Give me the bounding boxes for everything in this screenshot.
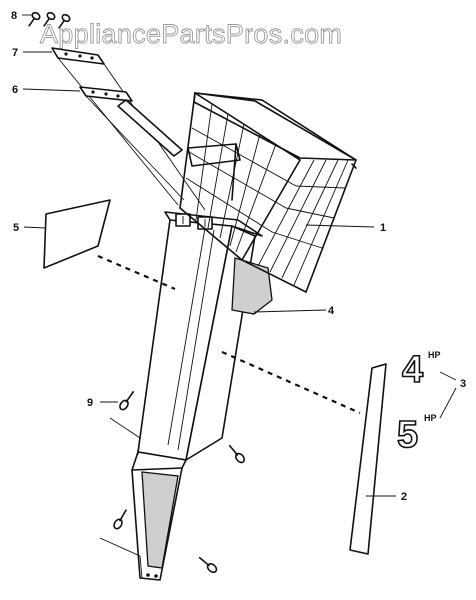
callout-5: 5: [13, 222, 19, 234]
decal-5: 5: [397, 414, 418, 456]
callout-9: 9: [87, 397, 93, 409]
callout-6: 6: [12, 84, 18, 96]
panel-part-5: [23, 199, 111, 269]
bracket-part-6: [79, 86, 185, 201]
alignment-line-lower: [221, 350, 361, 415]
chute-tip: [131, 451, 187, 581]
callout-7: 7: [12, 47, 18, 59]
callout-4: 4: [328, 305, 335, 317]
bracket-part-7: [51, 47, 206, 211]
watermark: AppliancePartsPros.com: [40, 19, 342, 49]
decal-4-hp: HP: [428, 350, 441, 360]
screws-part-8: [28, 11, 71, 29]
decal-strip-part-2: [349, 363, 396, 555]
callout-3: 3: [460, 378, 466, 390]
wire-basket-part-1: [179, 92, 375, 293]
screws-part-9: [99, 391, 245, 579]
hp-decals-part-3: 4 HP 5 HP: [396, 348, 457, 457]
alignment-line-upper: [97, 254, 176, 291]
decal-4: 4: [402, 349, 423, 391]
discharge-chute: [137, 211, 263, 461]
callout-2: 2: [401, 491, 407, 503]
callout-1: 1: [380, 222, 386, 234]
callout-8: 8: [11, 10, 17, 22]
decal-5-hp: HP: [424, 413, 437, 423]
plate-part-4: [231, 257, 327, 315]
